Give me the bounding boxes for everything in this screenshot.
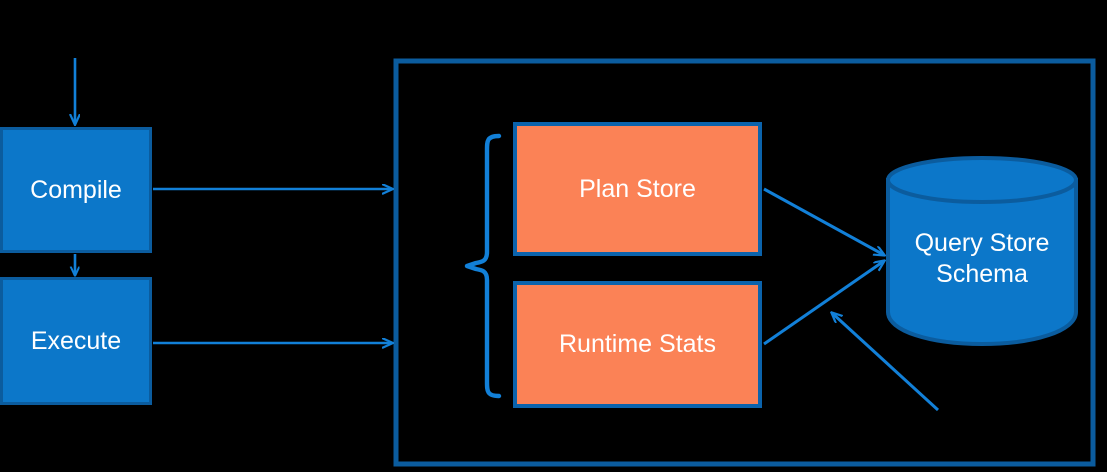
node-query-store-schema-label: Query Store Schema [914,229,1050,288]
connector-external-to-schema [832,313,940,412]
group-brace [464,133,502,399]
node-execute[interactable]: Execute [0,277,152,405]
connector-runtime-stats-to-schema [763,261,884,346]
node-plan-store[interactable]: Plan Store [513,122,762,256]
node-runtime-stats[interactable]: Runtime Stats [513,281,762,408]
query-store-schema-cylinder [886,156,1078,347]
node-compile[interactable]: Compile [0,127,152,253]
connector-plan-store-to-schema [763,187,884,255]
query-store-container-outline [393,58,1096,467]
